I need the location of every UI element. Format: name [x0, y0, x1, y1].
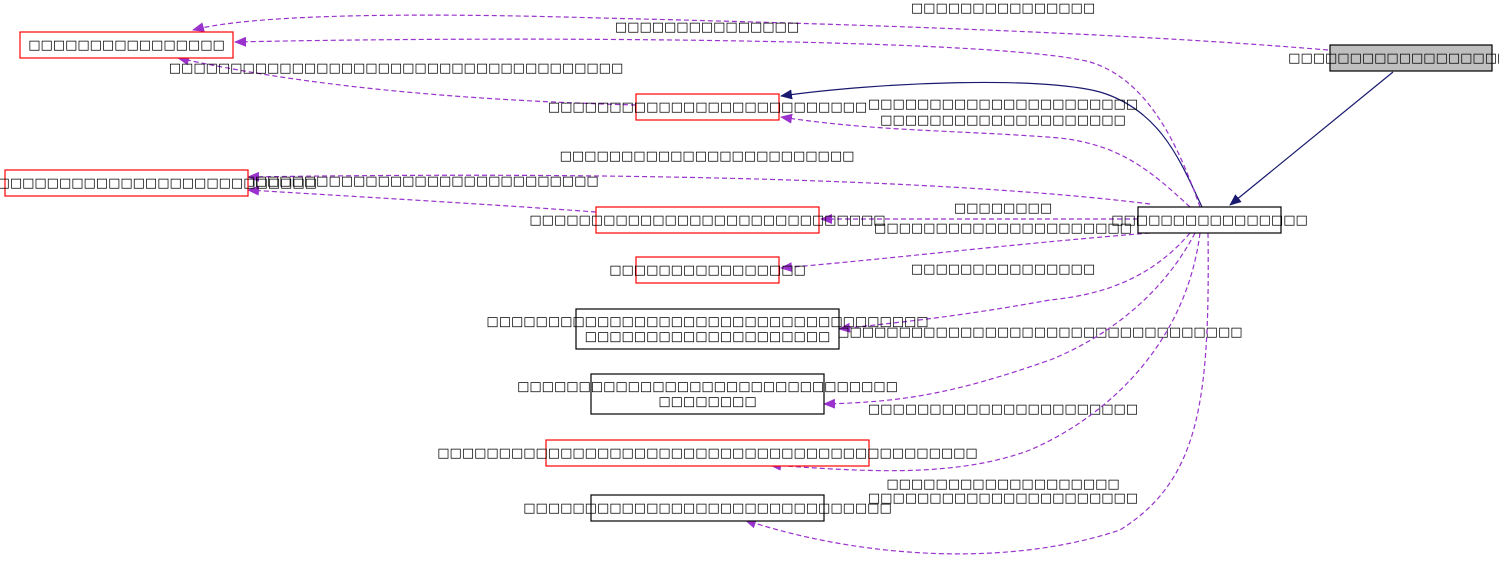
edge-label: □□□□□□□□	[954, 201, 1052, 216]
node-box[interactable]	[1137, 206, 1282, 234]
usage-edge-base-to-node-a: □□□□□□□□□□□□□□□	[234, 20, 1201, 208]
edge-label: □□□□□□□□□□□□□□□□□□□□□□□□□□□□□□□□□□□□□	[169, 61, 623, 76]
inheritance-edge-base-to-parent	[780, 81, 1203, 208]
edge-label: □□□□□□□□□□□□□□□□□□□□□□□□□□□□□□□□□□□□□□□	[763, 325, 1242, 340]
parent-class-node[interactable]: □□□□□□□□□□□□□□□□	[19, 31, 234, 59]
edge-label: □□□□□□□□□□□□□□□□□□□□□□	[868, 97, 1138, 112]
focus-class-node[interactable]: □□□□□□□□□□□□□□□□□□□□	[1288, 44, 1499, 72]
base-class-node[interactable]: □□□□□□□□□□□□□□□□	[1111, 206, 1308, 234]
node-label: □□□□□□□□□□□□□□□□□□□□	[585, 330, 831, 345]
node-box[interactable]	[595, 206, 820, 234]
edge-label: □□□□□□□□□□□□□□□□□□□□□□□□	[560, 149, 855, 164]
usage-edge-node-c-to-node-b: □□□□□□□□□□□□□□□□□□□□□□□□□□□□□□□□□	[193, 174, 599, 213]
node-label: □□□□□□□□□□□□□□□□□□□□□□□□□□	[548, 100, 867, 115]
node-label: □□□□□□□□□□□□□□□□	[28, 38, 225, 53]
inheritance-edge-focus-to-base-line	[1229, 71, 1394, 206]
node-label: □□□□□□□□□□□□□□□□□□□□	[1288, 51, 1499, 66]
edge-label: □□□□□□□□□□□□□□□	[911, 1, 1095, 16]
usage-edge-base-to-node-b: □□□□□□□□□□□□□□□□□□□□□□□□	[247, 149, 1151, 205]
node-label: □□□□□□□□□□□□□□□□□□□□□□□□□□□□□□□□□□□□	[486, 315, 928, 330]
class-node-e[interactable]: □□□□□□□□□□□□□□□□□□□□□□□□□□□□□□□□□□□□□□□□…	[486, 308, 929, 350]
usage-edge-parent-to-node-a-line	[177, 55, 637, 106]
node-label: □□□□□□□□□□□□□□□□□□□□□□□□□□□□□□□	[517, 380, 898, 395]
node-box[interactable]	[19, 31, 234, 59]
class-node-c[interactable]: □□□□□□□□□□□□□□□□□□□□□□□□□□□□□	[529, 206, 886, 234]
usage-edge-focus-to-node-a-line	[192, 14, 1329, 51]
edge-label: □□□□□□□□□□□□□□□□□□□	[886, 477, 1119, 492]
edge-label: □□□□□□□□□□□□□□□□□□□□□□	[868, 402, 1138, 417]
nodes-layer: □□□□□□□□□□□□□□□□□□□□□□□□□□□□□□□□□□□□□□□□…	[0, 31, 1499, 522]
usage-edge-base-to-node-c: □□□□□□□□□□□□□□□□□□□□□□□□□□□□□	[820, 201, 1138, 236]
inheritance-edge-focus-to-base	[1229, 71, 1394, 206]
edge-label: □□□□□□□□□□□□□□□□□□□□□	[874, 221, 1132, 236]
node-label: □□□□□□□□□□□□□□□□□□□□□□□□□□□□□□□□□□□□□□□□…	[437, 446, 977, 461]
usage-edge-base-to-node-b-line	[247, 171, 1151, 205]
class-node-h[interactable]: □□□□□□□□□□□□□□□□□□□□□□□□□□□□□□	[523, 494, 892, 522]
usage-edge-node-c-to-node-b-line	[247, 185, 597, 213]
node-label: □□□□□□□□□□□□□□□□□□□□□□□□□□□□□□	[523, 501, 891, 516]
usage-edge-base-to-node-g-line	[769, 232, 1201, 472]
edges-layer: □□□□□□□□□□□□□□□□□□□□□□□□□□□□□□□□□□□□□□□□…	[169, 1, 1394, 555]
usage-edge-base-to-node-a-line	[234, 36, 1201, 208]
edge-label: □□□□□□□□□□□□□□□□□□□□□□	[868, 491, 1138, 506]
node-box[interactable]	[545, 439, 870, 467]
edge-label: □□□□□□□□□□□□□□□	[615, 20, 799, 35]
usage-edge-base-to-node-e-line	[838, 232, 1191, 333]
usage-edge-focus-to-node-a: □□□□□□□□□□□□□□□	[192, 1, 1329, 51]
node-label: □□□□□□□□	[658, 395, 756, 410]
usage-edge-base-to-parent: □□□□□□□□□□□□□□□□□□□□□□□□□□□□□□□□□□□□□□□□…	[780, 97, 1191, 208]
inheritance-edge-base-to-parent-line	[780, 81, 1203, 208]
usage-edge-base-to-node-h-line	[744, 232, 1209, 555]
node-box[interactable]	[635, 93, 780, 121]
edge-label: □□□□□□□□□□□□□□□	[911, 262, 1095, 277]
node-box[interactable]	[590, 494, 825, 522]
usage-edge-base-to-node-h	[744, 232, 1209, 555]
node-box[interactable]	[635, 256, 780, 284]
class-node-g[interactable]: □□□□□□□□□□□□□□□□□□□□□□□□□□□□□□□□□□□□□□□□…	[437, 439, 978, 467]
usage-edge-parent-to-node-a: □□□□□□□□□□□□□□□□□□□□□□□□□□□□□□□□□□□□□	[169, 55, 637, 106]
usage-edge-base-to-node-f: □□□□□□□□□□□□□□□□□□□□□□	[823, 232, 1196, 417]
node-label: □□□□□□□□□□□□□□□□□□□□□□□□□□□□□	[529, 213, 885, 228]
node-label: □□□□□□□□□□□□□□□□	[1111, 213, 1308, 228]
usage-edge-base-to-node-f-line	[823, 232, 1196, 409]
edge-label: □□□□□□□□□□□□□□□□□□□□	[880, 113, 1126, 128]
class-node-f[interactable]: □□□□□□□□□□□□□□□□□□□□□□□□□□□□□□□□□□□□□□□	[517, 373, 898, 415]
node-box[interactable]	[1329, 44, 1493, 72]
class-node-a[interactable]: □□□□□□□□□□□□□□□□□□□□□□□□□□	[548, 93, 867, 121]
usage-edge-base-to-node-d-line	[780, 232, 1151, 273]
usage-edge-base-to-node-e: □□□□□□□□□□□□□□□□□□□□□□□□□□□□□□□□□□□□□□□	[763, 232, 1243, 340]
node-box[interactable]	[590, 373, 825, 415]
class-node-d[interactable]: □□□□□□□□□□□□□□□□	[609, 256, 806, 284]
node-box[interactable]	[4, 169, 249, 197]
class-node-b[interactable]: □□□□□□□□□□□□□□□□□□□□□□□□□□□□□□□	[0, 169, 317, 197]
node-label: □□□□□□□□□□□□□□□□□□□□□□□□□□□□□□□	[0, 176, 317, 191]
usage-edge-base-to-node-g: □□□□□□□□□□□□□□□□□□□□□□□□□□□□□□□□□□□□□□□□…	[769, 232, 1201, 506]
node-box[interactable]	[575, 308, 840, 350]
node-label: □□□□□□□□□□□□□□□□	[609, 263, 806, 278]
edge-label: □□□□□□□□□□□□□□□□□□□□□□□□□□□□□□□□□	[193, 174, 598, 189]
usage-edge-base-to-node-d: □□□□□□□□□□□□□□□	[780, 232, 1151, 277]
